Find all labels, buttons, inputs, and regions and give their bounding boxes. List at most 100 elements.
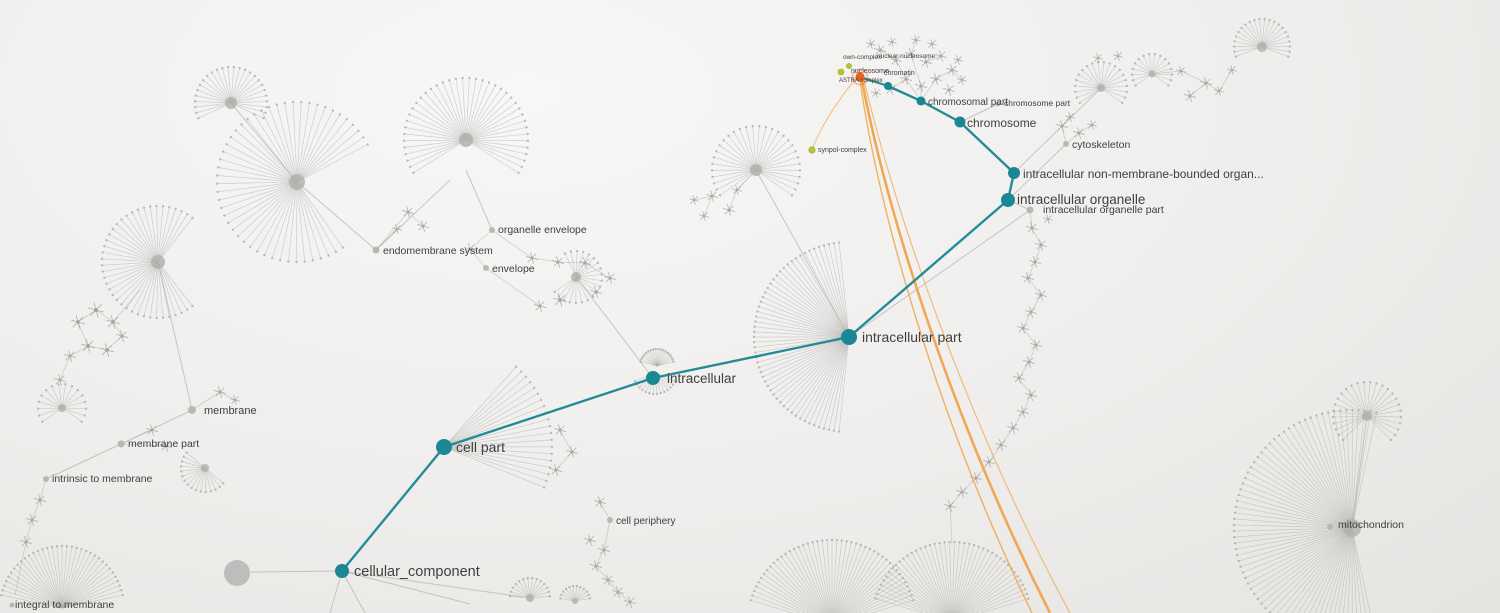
star-node[interactable] [1113,51,1123,61]
node-label-cytoskeleton[interactable]: cytoskeleton [1072,139,1131,151]
star-node[interactable] [1073,127,1085,139]
node-label-intrinsic-to-membrane[interactable]: intrinsic to membrane [52,473,153,485]
node-label-cell-part[interactable]: cell part [456,439,505,455]
star-node[interactable] [464,243,476,255]
node-label-synpol-complex[interactable]: synpol-complex [818,147,867,154]
star-node[interactable] [1023,356,1035,368]
green-term-node[interactable] [837,68,845,76]
fan-center-node[interactable] [201,464,209,472]
node-label-chromosomal-part[interactable]: chromosomal part [928,97,1008,108]
star-node[interactable] [590,560,602,572]
teal-term-node[interactable] [916,96,926,106]
star-node[interactable] [953,55,963,65]
star-node[interactable] [732,185,742,195]
node-label-intracellular-organelle-part[interactable]: intracellular organelle part [1043,204,1164,216]
star-node[interactable] [943,84,955,96]
star-node[interactable] [1035,239,1047,251]
star-node[interactable] [590,286,602,298]
star-node[interactable] [871,88,881,98]
star-node[interactable] [1214,86,1224,96]
star-node[interactable] [146,424,158,436]
green-term-node[interactable] [846,63,852,69]
star-node[interactable] [1200,77,1212,89]
star-node[interactable] [911,35,921,45]
node-label-membrane[interactable]: membrane [204,405,257,417]
gray-node-dot[interactable] [188,406,196,414]
node-label-nuclear-nucleosome[interactable]: nuclear nucleosome [877,53,936,60]
star-node[interactable] [534,300,546,312]
star-node[interactable] [106,315,120,329]
star-node[interactable] [612,586,624,598]
star-node[interactable] [957,75,967,85]
node-label-astra-complex[interactable]: ASTRA complex [839,78,883,84]
node-label-envelope[interactable]: envelope [492,263,535,275]
star-node[interactable] [970,472,982,484]
gray-node-dot[interactable] [483,265,489,271]
star-node[interactable] [1184,90,1196,102]
node-label-mitochondrion[interactable]: mitochondrion [1338,519,1404,531]
star-node[interactable] [34,494,46,506]
fan-center-node[interactable] [572,598,578,604]
star-node[interactable] [946,64,958,76]
star-node[interactable] [417,220,429,232]
star-node[interactable] [20,536,32,548]
star-node[interactable] [553,293,567,307]
star-node[interactable] [71,315,85,329]
star-node[interactable] [1022,272,1034,284]
star-node[interactable] [699,211,709,221]
teal-term-node[interactable] [841,329,857,345]
star-node[interactable] [1087,120,1097,130]
star-node[interactable] [983,456,995,468]
star-node[interactable] [230,395,240,405]
node-label-endomembrane-system[interactable]: endomembrane system [383,245,493,257]
node-label-chromosome[interactable]: chromosome [967,116,1037,130]
star-node[interactable] [552,256,564,268]
star-node[interactable] [890,54,902,66]
fan-center-node[interactable] [526,594,534,602]
star-node[interactable] [1017,406,1029,418]
star-node[interactable] [1026,222,1038,234]
star-node[interactable] [887,37,897,47]
star-node[interactable] [624,596,636,608]
star-node[interactable] [566,446,578,458]
node-label-nucleosome[interactable]: nucleosome [851,68,889,75]
star-node[interactable] [723,204,735,216]
gray-node-dot[interactable] [1327,524,1333,530]
node-label-organelle-envelope[interactable]: organelle envelope [498,224,587,236]
star-node[interactable] [930,73,942,85]
star-node[interactable] [526,252,538,264]
node-label-membrane-part[interactable]: membrane part [128,438,199,450]
teal-term-node[interactable] [436,439,452,455]
star-node[interactable] [706,190,718,202]
star-node[interactable] [402,206,414,218]
star-node[interactable] [1025,306,1037,318]
star-node[interactable] [1056,120,1068,132]
star-node[interactable] [1035,289,1047,301]
node-label-intracellular-non-membrane-bounded-organ[interactable]: intracellular non-membrane-bounded organ… [1023,167,1264,181]
node-label-intracellular-part[interactable]: intracellular part [862,329,962,345]
star-node[interactable] [26,514,38,526]
gray-node-dot[interactable] [607,517,613,523]
star-node[interactable] [598,544,610,556]
star-node[interactable] [1227,65,1237,75]
teal-term-node[interactable] [335,564,349,578]
star-node[interactable] [874,44,886,56]
star-node[interactable] [1017,322,1029,334]
star-node[interactable] [64,350,76,362]
gray-node-dot[interactable] [117,440,125,448]
star-node[interactable] [1093,53,1103,63]
green-term-node[interactable] [808,146,816,154]
node-label-chromosome-part[interactable]: chromosome part [1004,98,1071,108]
star-node[interactable] [594,496,606,508]
node-label-cellular-component[interactable]: cellular_component [354,564,480,580]
selected-term-node[interactable] [855,72,865,82]
star-node[interactable] [602,574,614,586]
star-node[interactable] [944,500,956,512]
star-node[interactable] [995,439,1007,451]
star-node[interactable] [920,56,932,68]
star-node[interactable] [935,50,947,62]
star-node[interactable] [1029,256,1041,268]
teal-term-node[interactable] [1008,167,1020,179]
gray-node-dot[interactable] [43,476,49,482]
